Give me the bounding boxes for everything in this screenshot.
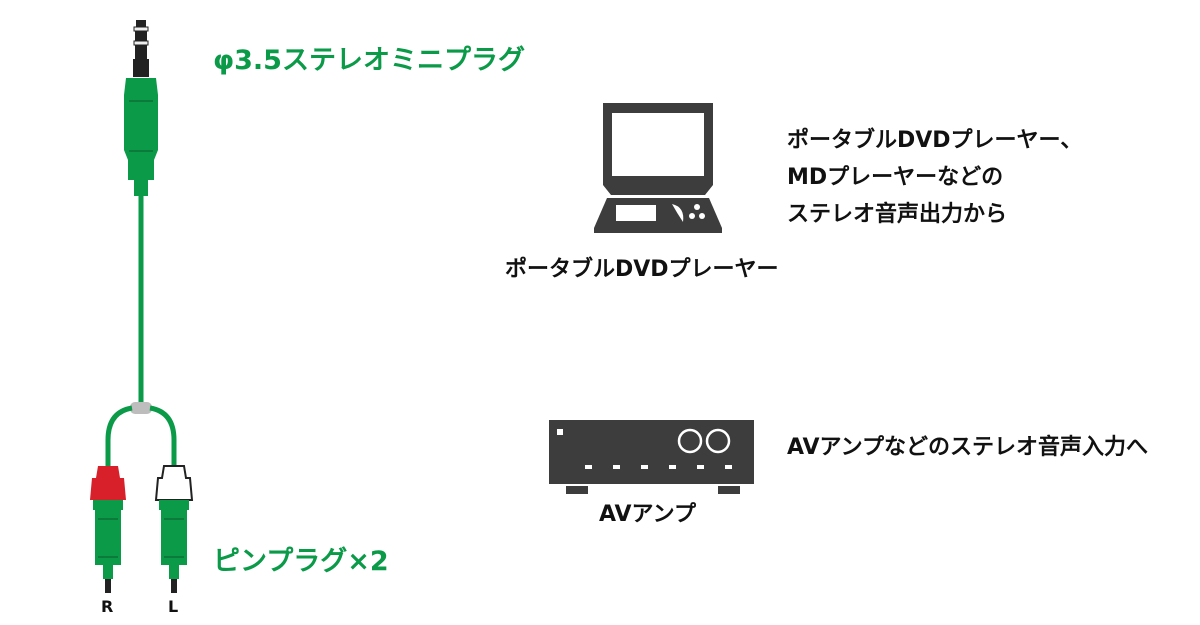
- right-branch-cord: [105, 405, 133, 468]
- mini-plug-label: φ3.5ステレオミニプラグ: [213, 45, 525, 76]
- amp-name: AVアンプ: [599, 502, 697, 527]
- cable-splitter: [130, 402, 152, 414]
- pin-plug-label: ピンプラグ×2: [213, 546, 389, 577]
- dvd-player-name: ポータブルDVDプレーヤー: [505, 257, 779, 282]
- right-pin-plug: [90, 466, 126, 593]
- av-amplifier-icon: [549, 420, 754, 494]
- portable-dvd-player-icon: [594, 103, 722, 233]
- amp-description: AVアンプなどのステレオ音声入力へ: [787, 435, 1149, 460]
- dvd-description-line: ステレオ音声出力から: [787, 202, 1008, 227]
- left-pin-plug: [154, 465, 194, 593]
- left-branch-cord: [149, 405, 177, 468]
- dvd-description-line: MDプレーヤーなどの: [787, 165, 1004, 190]
- left-channel-label: L: [168, 597, 179, 616]
- dvd-player-description: ポータブルDVDプレーヤー、 MDプレーヤーなどの ステレオ音声出力から: [787, 122, 1082, 233]
- right-channel-label: R: [101, 597, 114, 616]
- dvd-description-line: ポータブルDVDプレーヤー、: [787, 128, 1083, 153]
- stereo-mini-plug: [124, 20, 158, 196]
